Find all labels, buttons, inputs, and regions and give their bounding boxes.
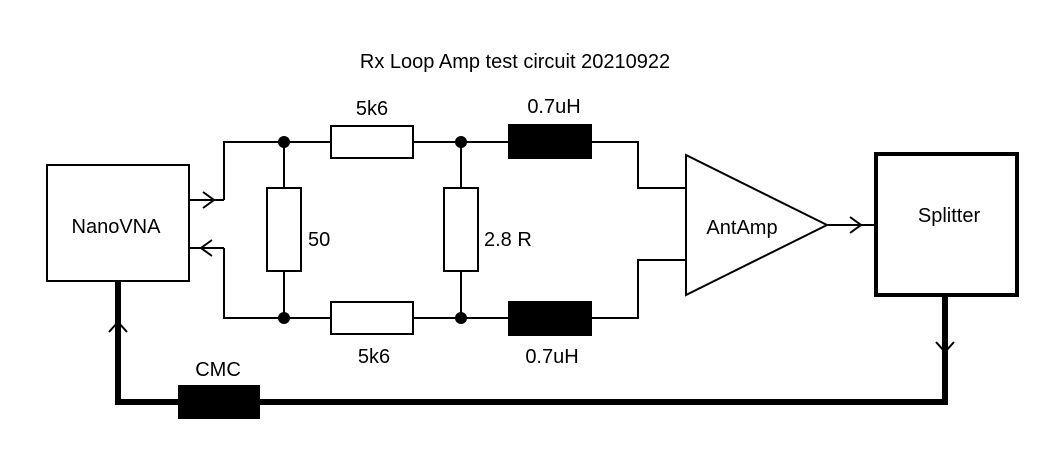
inductor-bottom: 0.7uH [508, 301, 592, 368]
output-arrow [849, 216, 863, 234]
resistor-shunt-2-8r: 2.8 R [443, 187, 532, 272]
resistor-shunt-50-label: 50 [308, 229, 330, 251]
inductor-bottom-label: 0.7uH [525, 346, 578, 368]
inductor-top-label: 0.7uH [527, 96, 580, 118]
resistor-top-label: 5k6 [356, 98, 388, 120]
return-arrows [108, 320, 955, 354]
resistor-bottom-label: 5k6 [358, 346, 390, 368]
splitter-block: Splitter [874, 152, 1019, 297]
antamp-amplifier: AntAmp [685, 153, 830, 297]
nanovna-block: NanoVNA [46, 164, 190, 282]
junction-dots [278, 136, 467, 324]
port-arrow-in [189, 239, 224, 257]
signal-wires [223, 141, 876, 319]
resistor-shunt-2-8r-label: 2.8 R [484, 229, 532, 251]
inductor-top: 0.7uH [508, 96, 592, 159]
resistor-bottom-5k6: 5k6 [330, 301, 414, 368]
cmc-label: CMC [195, 359, 241, 381]
port-arrow-out [189, 191, 224, 209]
cmc-choke: CMC [178, 359, 260, 419]
nanovna-label: NanoVNA [72, 216, 162, 238]
return-path [115, 281, 948, 405]
resistor-shunt-50: 50 [266, 187, 330, 272]
resistor-top-5k6: 5k6 [330, 98, 414, 159]
diagram-title: Rx Loop Amp test circuit 20210922 [360, 51, 670, 73]
antamp-label: AntAmp [706, 217, 777, 239]
splitter-label: Splitter [918, 205, 981, 227]
